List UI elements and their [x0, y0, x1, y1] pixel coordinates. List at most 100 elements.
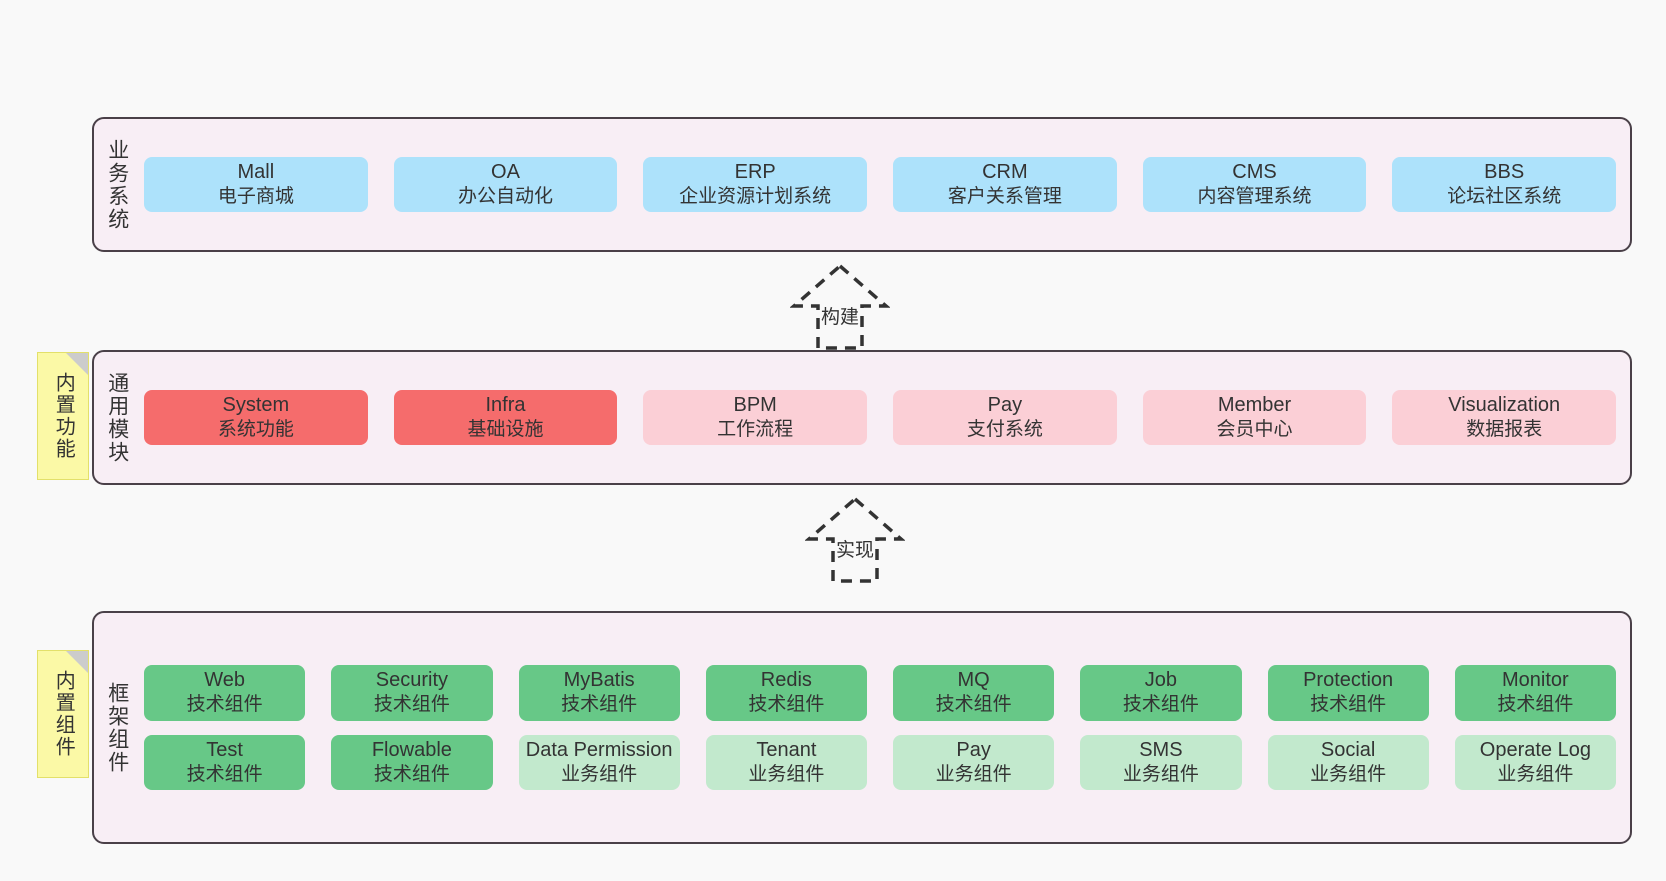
node-title: BBS: [1484, 160, 1525, 183]
node-title: BPM: [733, 393, 777, 416]
node-subtitle: 业务组件: [1310, 763, 1387, 785]
node-title: Operate Log: [1479, 738, 1591, 761]
node-title: SMS: [1139, 738, 1183, 761]
node-title: Redis: [760, 668, 812, 691]
node-title: Social: [1320, 738, 1376, 761]
node-title: Protection: [1303, 668, 1394, 691]
node-test[interactable]: Test 技术组件: [144, 734, 306, 791]
note-fold-corner-icon: [66, 353, 88, 375]
node-title: Tenant: [756, 738, 817, 761]
node-visualization[interactable]: Visualization 数据报表: [1392, 389, 1617, 446]
arrow-build-shape: [790, 263, 890, 350]
node-title: CMS: [1232, 160, 1277, 183]
note-builtin-functions: 内置功能: [37, 352, 89, 480]
node-job[interactable]: Job 技术组件: [1080, 664, 1242, 721]
node-subtitle: 电子商城: [217, 185, 294, 207]
node-subtitle: 技术组件: [186, 763, 263, 785]
node-title: Flowable: [371, 738, 452, 761]
arrow-implement-shape: [805, 496, 905, 583]
arrow-implement-label: 实现: [835, 540, 875, 561]
node-subtitle: 业务组件: [1122, 763, 1199, 785]
node-title: OA: [491, 160, 520, 183]
node-title: Security: [375, 668, 448, 691]
node-title: Member: [1217, 393, 1292, 416]
node-row: System 系统功能 Infra 基础设施 BPM 工作流程 Pay 支付系统…: [144, 389, 1617, 446]
node-subtitle: 业务组件: [561, 763, 638, 785]
node-row: Test 技术组件 Flowable 技术组件 Data Permission …: [144, 734, 1616, 791]
layer-title-framework-components: 框架组件: [105, 681, 129, 774]
node-infra[interactable]: Infra 基础设施: [393, 389, 618, 446]
note-fold-corner-icon: [66, 651, 88, 673]
layer-body-common-modules: System 系统功能 Infra 基础设施 BPM 工作流程 Pay 支付系统…: [140, 352, 1630, 483]
arrow-implement: 实现: [805, 495, 905, 583]
node-tenant[interactable]: Tenant 业务组件: [705, 734, 867, 791]
node-member[interactable]: Member 会员中心: [1142, 389, 1367, 446]
note-label: 内置组件: [52, 670, 75, 758]
node-subtitle: 业务组件: [748, 763, 825, 785]
node-bpm[interactable]: BPM 工作流程: [643, 389, 868, 446]
node-title: MQ: [957, 668, 990, 691]
node-subtitle: 技术组件: [186, 693, 263, 715]
node-title: Visualization: [1448, 393, 1561, 416]
node-web[interactable]: Web 技术组件: [144, 664, 306, 721]
layer-business-systems: 业务系统 Mall 电子商城 OA 办公自动化 ERP 企业资源计划系统 CRM…: [92, 117, 1632, 252]
node-subtitle: 工作流程: [717, 418, 794, 440]
node-title: ERP: [734, 160, 776, 183]
note-builtin-components: 内置组件: [37, 650, 89, 778]
node-title: Web: [204, 668, 245, 691]
node-title: Job: [1144, 668, 1177, 691]
layer-framework-components: 框架组件 Web 技术组件 Security 技术组件 MyBatis 技术组件…: [92, 611, 1632, 844]
node-title: Pay: [956, 738, 991, 761]
node-operate-log[interactable]: Operate Log 业务组件: [1454, 734, 1616, 791]
node-title: CRM: [982, 160, 1028, 183]
node-cms[interactable]: CMS 内容管理系统: [1142, 156, 1367, 213]
node-subtitle: 业务组件: [935, 763, 1012, 785]
layer-common-modules: 通用模块 System 系统功能 Infra 基础设施 BPM 工作流程 Pay…: [92, 350, 1632, 485]
node-title: System: [222, 393, 290, 416]
node-subtitle: 技术组件: [373, 763, 450, 785]
node-title: Monitor: [1502, 668, 1569, 691]
node-subtitle: 企业资源计划系统: [679, 185, 832, 207]
node-subtitle: 技术组件: [561, 693, 638, 715]
node-flowable[interactable]: Flowable 技术组件: [331, 734, 493, 791]
node-oa[interactable]: OA 办公自动化: [393, 156, 618, 213]
node-subtitle: 支付系统: [966, 418, 1043, 440]
node-subtitle: 技术组件: [1310, 693, 1387, 715]
node-subtitle: 内容管理系统: [1197, 185, 1312, 207]
node-title: Data Permission: [525, 738, 673, 761]
node-subtitle: 业务组件: [1497, 763, 1574, 785]
node-sms[interactable]: SMS 业务组件: [1080, 734, 1242, 791]
node-security[interactable]: Security 技术组件: [331, 664, 493, 721]
node-crm[interactable]: CRM 客户关系管理: [893, 156, 1117, 213]
node-erp[interactable]: ERP 企业资源计划系统: [643, 156, 868, 213]
layer-title-common-modules: 通用模块: [105, 371, 129, 464]
arrow-build-label: 构建: [820, 307, 860, 328]
arrow-build: 构建: [790, 262, 890, 350]
node-title: Test: [206, 738, 243, 761]
node-title: Infra: [485, 393, 526, 416]
node-mall[interactable]: Mall 电子商城: [144, 156, 368, 213]
node-subtitle: 会员中心: [1216, 418, 1293, 440]
node-pay-module[interactable]: Pay 支付系统: [893, 389, 1117, 446]
node-pay-component[interactable]: Pay 业务组件: [893, 734, 1055, 791]
node-redis[interactable]: Redis 技术组件: [705, 664, 867, 721]
node-protection[interactable]: Protection 技术组件: [1267, 664, 1429, 721]
node-title: MyBatis: [563, 668, 635, 691]
node-mq[interactable]: MQ 技术组件: [893, 664, 1055, 721]
node-subtitle: 技术组件: [748, 693, 825, 715]
layer-body-framework-components: Web 技术组件 Security 技术组件 MyBatis 技术组件 Redi…: [140, 613, 1630, 842]
node-subtitle: 技术组件: [935, 693, 1012, 715]
node-system[interactable]: System 系统功能: [144, 389, 368, 446]
node-bbs[interactable]: BBS 论坛社区系统: [1392, 156, 1617, 213]
node-mybatis[interactable]: MyBatis 技术组件: [518, 664, 680, 721]
node-data-permission[interactable]: Data Permission 业务组件: [518, 734, 680, 791]
node-row: Web 技术组件 Security 技术组件 MyBatis 技术组件 Redi…: [144, 664, 1616, 721]
node-subtitle: 技术组件: [1122, 693, 1199, 715]
node-subtitle: 技术组件: [1497, 693, 1574, 715]
node-monitor[interactable]: Monitor 技术组件: [1454, 664, 1616, 721]
node-social[interactable]: Social 业务组件: [1267, 734, 1429, 791]
node-title: Pay: [987, 393, 1023, 416]
node-subtitle: 论坛社区系统: [1447, 185, 1562, 207]
node-title: Mall: [237, 160, 275, 183]
